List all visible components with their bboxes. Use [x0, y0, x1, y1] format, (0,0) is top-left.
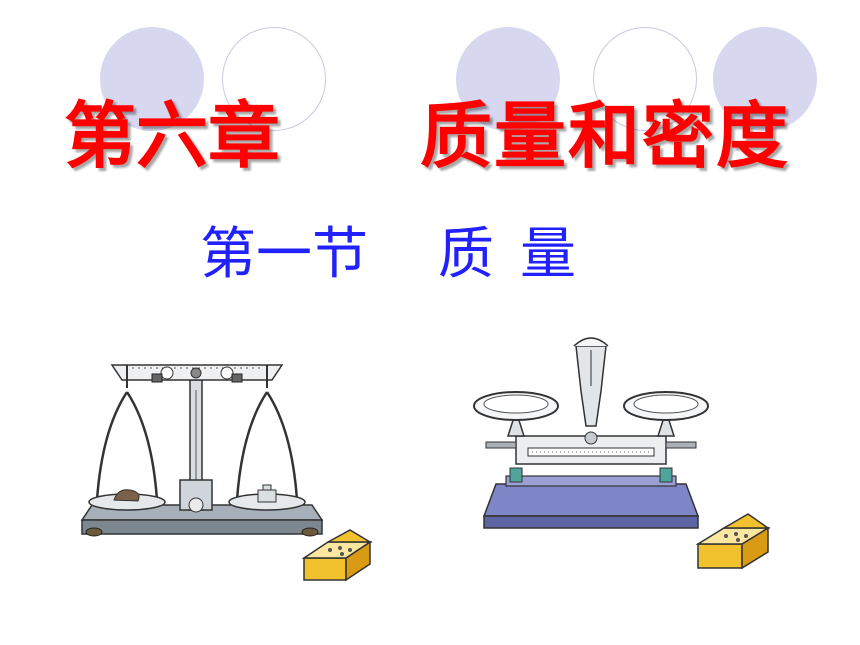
section-title: 第一节 质量 [200, 220, 602, 290]
section-name: 质量 [438, 222, 602, 287]
physical-balance-icon [80, 364, 324, 537]
chapter-name: 质量和密度 [420, 94, 791, 178]
chapter-number: 第六章 [64, 94, 281, 178]
decor-circle-4 [593, 27, 697, 131]
decor-circle-3 [456, 27, 560, 131]
decor-circle-2 [222, 27, 326, 131]
decor-circle-1 [100, 27, 204, 131]
tray-balance-icon [473, 337, 709, 529]
section-number: 第一节 [200, 222, 368, 287]
weight-box-icon [695, 513, 771, 570]
weight-box-icon [301, 529, 373, 582]
decor-circle-5 [713, 27, 817, 131]
